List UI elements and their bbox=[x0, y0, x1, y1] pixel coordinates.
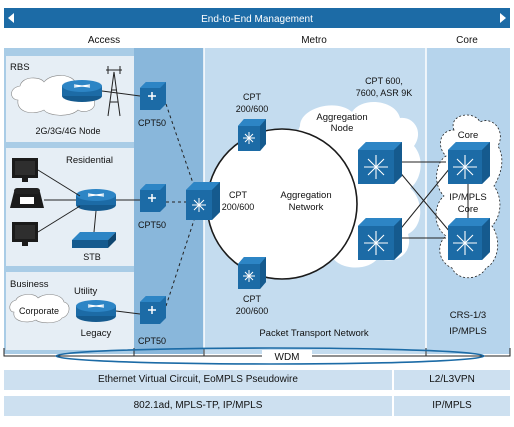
segment-bracket bbox=[3, 348, 511, 357]
rbs-router-icon bbox=[62, 80, 102, 102]
ip-mpls-row-label: IP/MPLS bbox=[432, 400, 472, 411]
core-router-bottom-icon bbox=[448, 218, 490, 260]
phone-icon bbox=[10, 188, 44, 208]
l2l3vpn-label: L2/L3VPN bbox=[429, 374, 475, 385]
cpt-bottom-label-2: 200/600 bbox=[236, 306, 269, 316]
aggregation-network-label-1: Aggregation bbox=[280, 190, 331, 201]
aggregation-router-bottom-icon bbox=[358, 218, 402, 260]
agg-routers-label-1: CPT 600, bbox=[365, 76, 403, 86]
cpt-mid-label-1: CPT bbox=[229, 190, 248, 200]
tv-icon bbox=[12, 222, 38, 246]
residential-title: Residential bbox=[66, 155, 113, 166]
agg-core-links bbox=[397, 161, 469, 239]
column-access: Access bbox=[88, 35, 120, 46]
cpt-200-600-top-icon bbox=[238, 119, 266, 151]
wdm-label: WDM bbox=[275, 352, 300, 363]
core-label: Core bbox=[458, 130, 479, 141]
aggregation-network-label-2: Network bbox=[289, 202, 324, 213]
cpt-top-label-2: 200/600 bbox=[236, 104, 269, 114]
cpt50-device-icon bbox=[140, 82, 166, 110]
rbs-title: RBS bbox=[10, 62, 30, 73]
evc-label: Ethernet Virtual Circuit, EoMPLS Pseudow… bbox=[98, 374, 298, 385]
business-title: Business bbox=[10, 279, 49, 290]
cpt-mid-label-2: 200/600 bbox=[222, 202, 255, 212]
agg-routers-label-2: 7600, ASR 9K bbox=[356, 88, 413, 98]
crs-label-2: IP/MPLS bbox=[449, 326, 487, 337]
aggregation-router-top-icon bbox=[358, 142, 402, 184]
aggregation-node-label-1: Aggregation bbox=[316, 112, 367, 123]
cpt50-device-icon bbox=[140, 296, 166, 324]
cpt-200-600-mid-icon bbox=[186, 182, 220, 220]
column-core: Core bbox=[456, 35, 478, 46]
wdm-ring bbox=[55, 347, 485, 365]
legacy-label: Legacy bbox=[81, 328, 112, 339]
column-metro: Metro bbox=[301, 35, 327, 46]
residential-router-icon bbox=[76, 189, 116, 211]
stb-icon bbox=[72, 232, 116, 248]
cpt50-dashed-links bbox=[165, 103, 197, 307]
ptn-label: Packet Transport Network bbox=[259, 328, 369, 339]
bottom-row-1: Ethernet Virtual Circuit, EoMPLS Pseudow… bbox=[4, 370, 510, 390]
rbs-caption: 2G/3G/4G Node bbox=[35, 126, 100, 136]
banner-label: End-to-End Management bbox=[201, 14, 313, 25]
cpt-200-600-bottom-icon bbox=[238, 257, 266, 289]
stb-label: STB bbox=[83, 252, 101, 262]
bottom-row-2: 802.1ad, MPLS-TP, IP/MPLS IP/MPLS bbox=[4, 396, 510, 416]
end-to-end-banner bbox=[4, 8, 510, 28]
protocols-label: 802.1ad, MPLS-TP, IP/MPLS bbox=[133, 400, 263, 411]
cpt-bottom-label-1: CPT bbox=[243, 294, 262, 304]
ip-mpls-core-label-1: IP/MPLS bbox=[449, 192, 487, 203]
ip-mpls-core-label-2: Core bbox=[458, 204, 479, 215]
aggregation-node-label-2: Node bbox=[331, 123, 354, 134]
cpt50-label: CPT50 bbox=[138, 336, 166, 346]
cpt50-label: CPT50 bbox=[138, 118, 166, 128]
utility-label: Utility bbox=[74, 286, 97, 297]
corporate-cloud bbox=[9, 294, 70, 324]
crs-label-1: CRS-1/3 bbox=[450, 310, 486, 321]
business-router-icon bbox=[76, 300, 116, 322]
cpt-top-label-1: CPT bbox=[243, 92, 262, 102]
cpt50-label: CPT50 bbox=[138, 220, 166, 230]
cpt50-device-icon bbox=[140, 184, 166, 212]
corporate-label: Corporate bbox=[19, 306, 59, 316]
core-router-top-icon bbox=[448, 142, 490, 184]
monitor-icon bbox=[12, 158, 38, 182]
cell-tower-icon bbox=[106, 66, 122, 117]
